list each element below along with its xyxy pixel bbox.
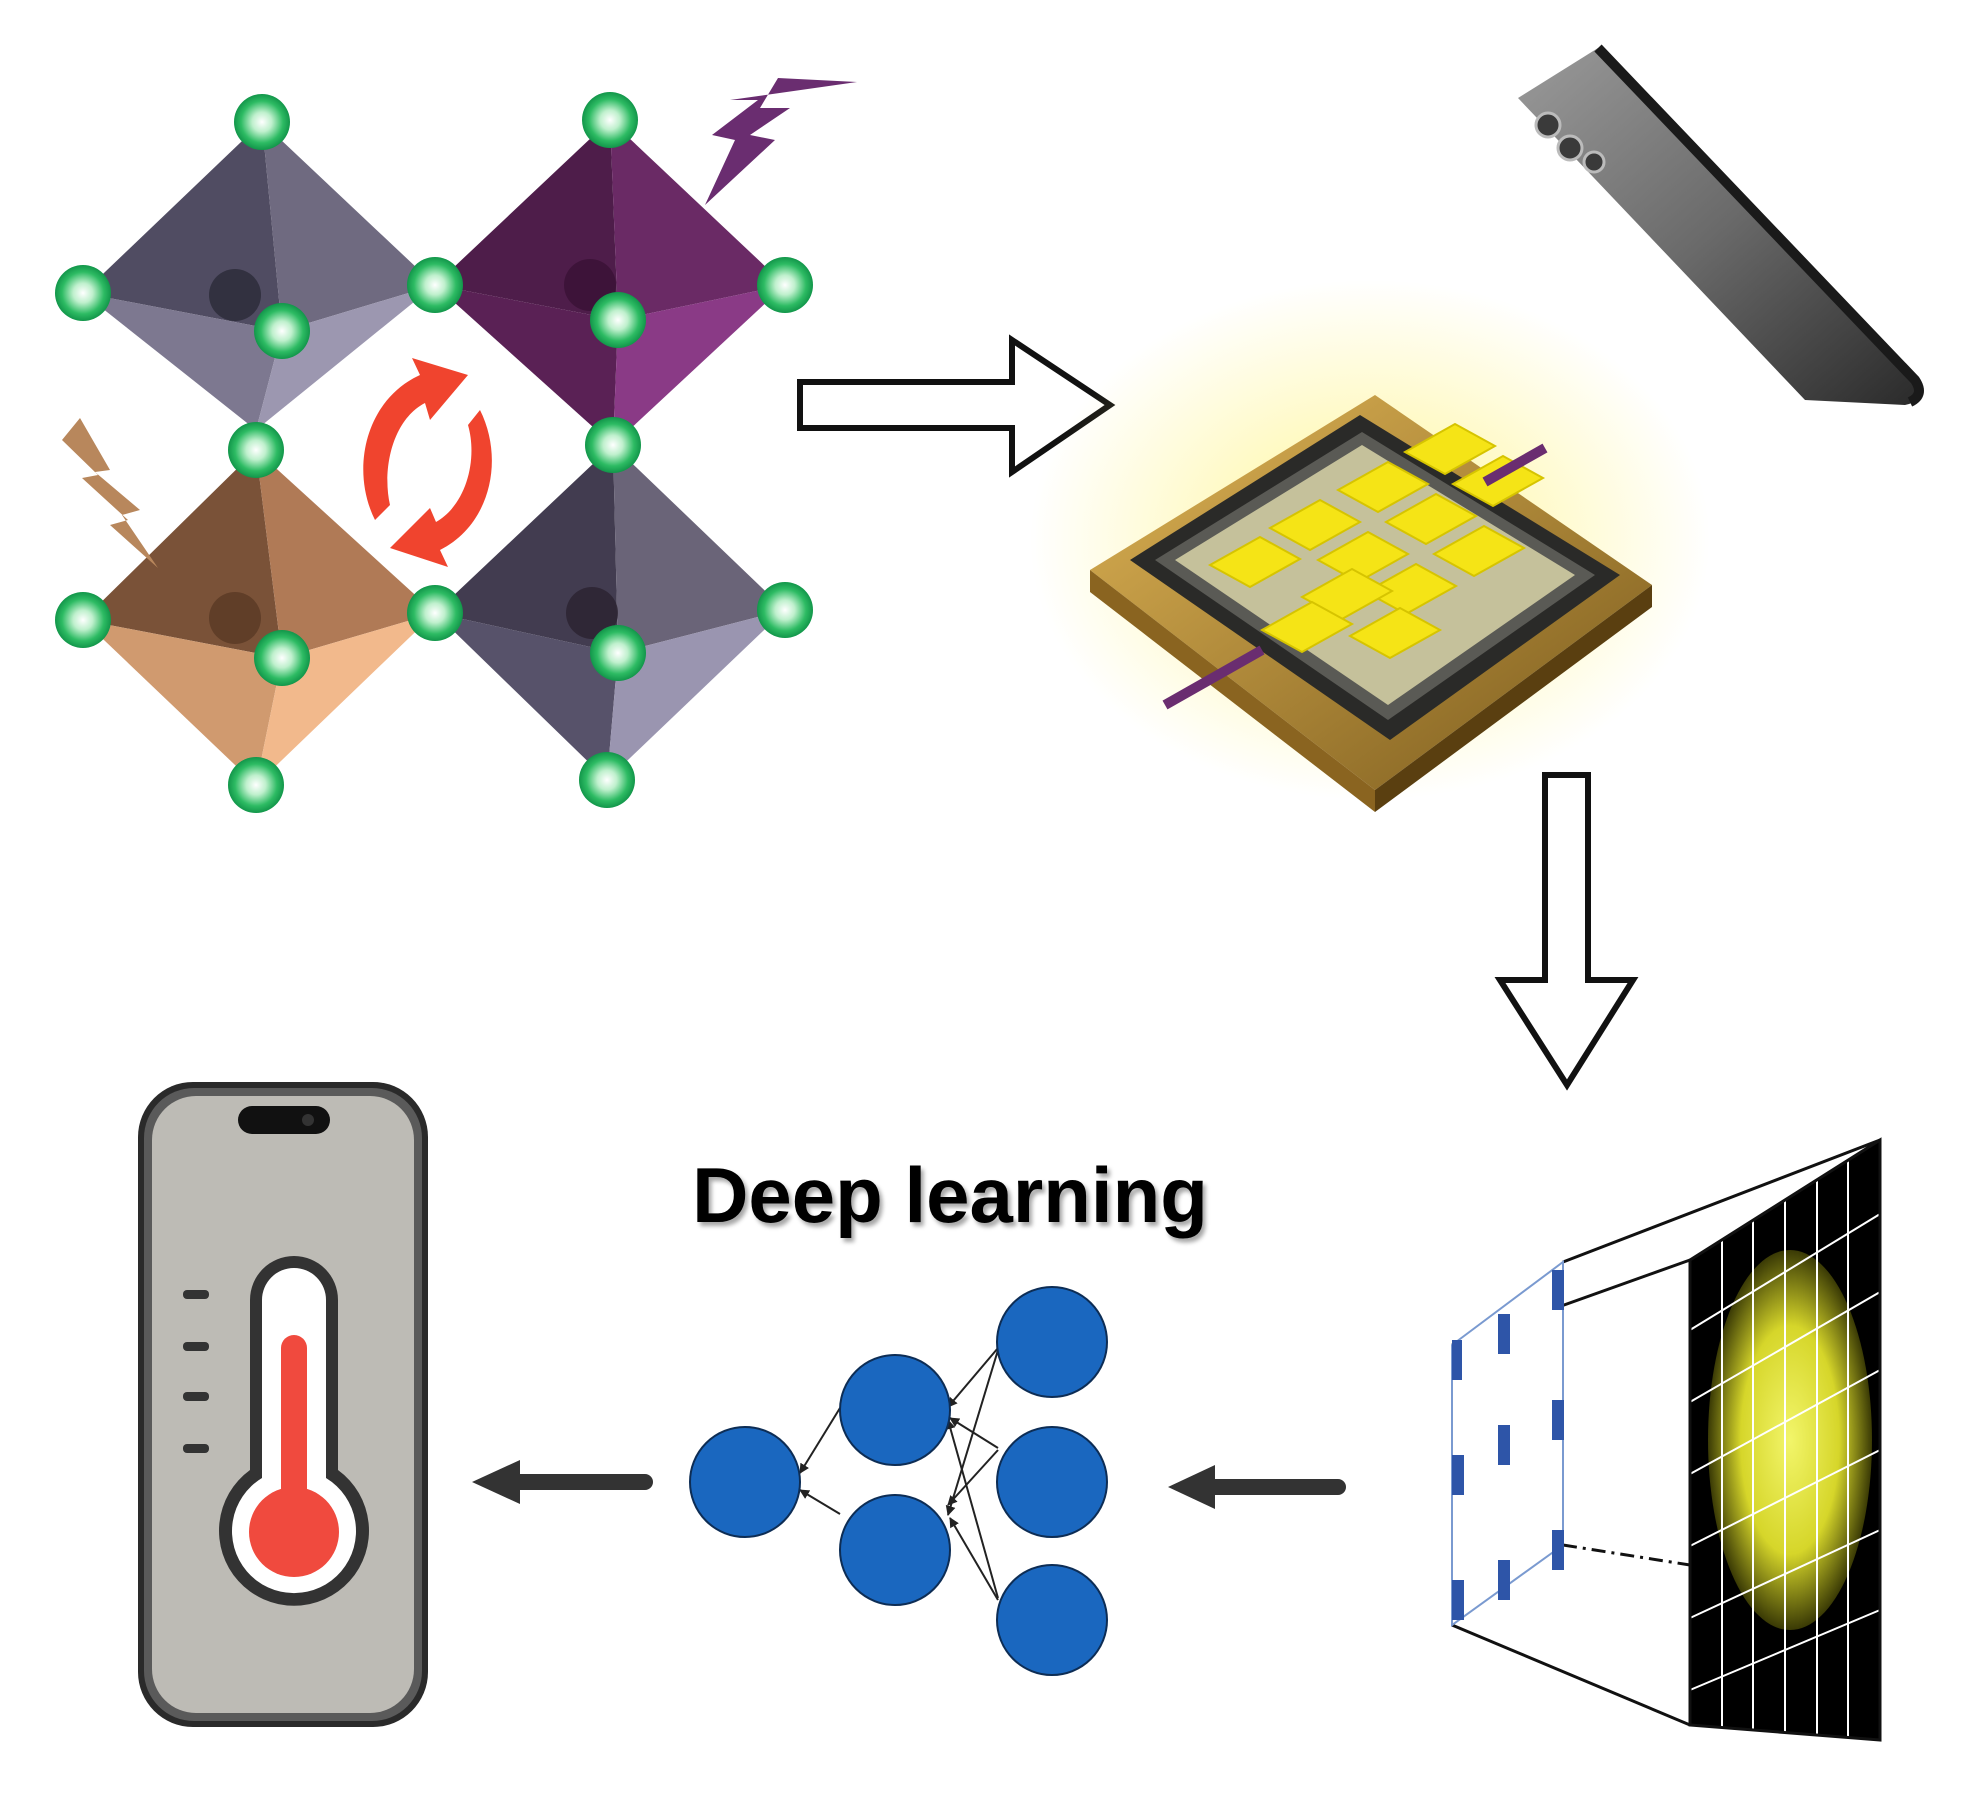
octahedron-gray-top-left [83,122,435,430]
octahedron-gray-bottom-right [435,445,785,780]
octahedron-purple-top-right [435,120,785,445]
exchange-arrows-icon [363,358,492,567]
perovskite-octahedra-diagram [55,78,857,813]
flow-arrow-left-1 [1168,1465,1346,1509]
phone-camera-icon [1518,44,1924,407]
lightning-purple-icon [705,78,857,205]
led-device-icon [1030,280,1710,812]
image-grid-icon [1451,1137,1882,1742]
flow-arrow-left-2 [472,1460,653,1504]
flow-arrow-down [1494,772,1639,1091]
lightning-tan-icon [62,418,158,568]
thermometer-icon [219,1256,369,1606]
atom-spheres [55,92,813,813]
deep-learning-label: Deep learning [692,1151,1208,1239]
neural-network-icon [689,1286,1108,1676]
